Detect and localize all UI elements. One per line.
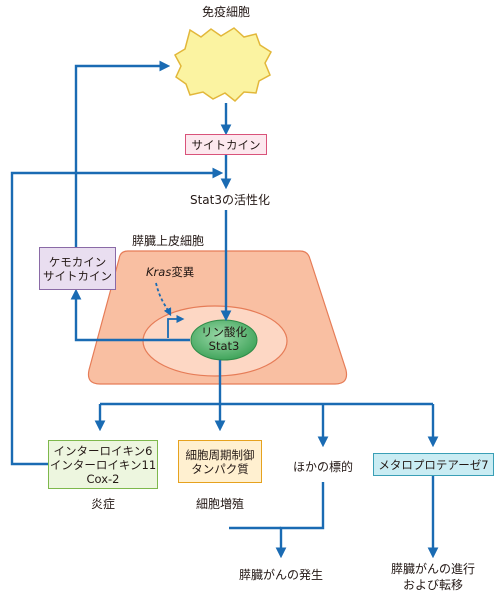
immune-cell-label: 免疫細胞: [201, 5, 251, 19]
mmp7-box: メタロプロテアーゼ7: [373, 453, 494, 476]
proliferation-label: 細胞増殖: [195, 497, 245, 511]
cytokine-box: サイトカイン: [185, 134, 267, 155]
cytokine-label: サイトカイン: [191, 137, 261, 152]
kras-gene: Kras: [146, 265, 172, 279]
progression-line2: および転移: [402, 578, 464, 592]
mmp7-label: メタロプロテアーゼ7: [378, 457, 489, 472]
progression-label: 膵臓がんの進行 および転移: [391, 561, 475, 593]
promoter-arrow-icon: [167, 314, 185, 338]
chemokine-line1: ケモカイン: [48, 254, 107, 269]
interleukin-line3: Cox-2: [86, 471, 120, 486]
progression-line1: 膵臓がんの進行: [390, 562, 476, 576]
other-targets-label: ほかの標的: [292, 460, 354, 474]
cell-cycle-line1: 細胞周期制御: [185, 447, 255, 462]
epithelial-cell-label: 膵臓上皮細胞: [132, 234, 205, 248]
immune-cell-shape: [173, 27, 272, 103]
interleukin-box: インターロイキン6 インターロイキン11 Cox-2: [48, 440, 158, 489]
interleukin-line2: インターロイキン11: [49, 457, 157, 472]
cancer-onset-label: 膵臓がんの発生: [238, 568, 324, 582]
chemokine-line2: サイトカイン: [43, 268, 112, 283]
interleukin-line1: インターロイキン6: [53, 443, 153, 458]
stat3-activation-label: Stat3の活性化: [189, 193, 271, 207]
chemokine-box: ケモカイン サイトカイン: [39, 247, 116, 290]
phospho-stat3-line2: Stat3: [208, 339, 240, 353]
cell-cycle-line2: タンパク質: [191, 461, 249, 476]
kras-suffix: 変異: [171, 265, 195, 279]
phospho-stat3-line1: リン酸化: [201, 325, 247, 339]
phospho-stat3-label: リン酸化 Stat3: [201, 325, 247, 353]
kras-label: Kras変異: [146, 265, 194, 279]
inflammation-label: 炎症: [90, 497, 116, 511]
cell-cycle-box: 細胞周期制御 タンパク質: [178, 440, 262, 483]
